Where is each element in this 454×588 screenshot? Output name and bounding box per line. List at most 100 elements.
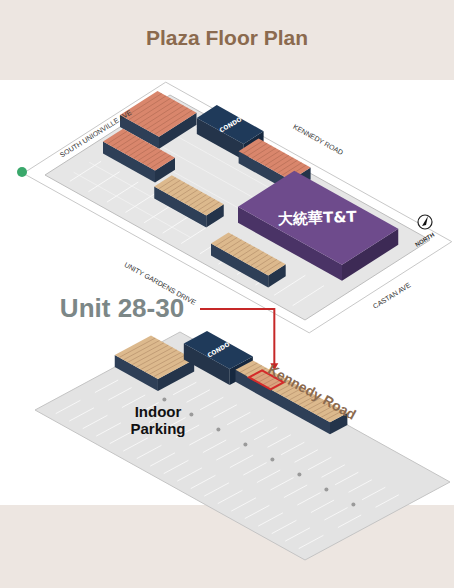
parking-stall xyxy=(268,435,291,447)
parking-stall xyxy=(376,495,399,507)
unit-divider xyxy=(116,136,136,149)
unit-divider xyxy=(243,141,263,154)
parking-stall xyxy=(299,535,324,548)
unit-divider xyxy=(233,245,251,256)
area-label: Indoor Parking xyxy=(118,403,198,438)
unit-divider xyxy=(252,146,272,159)
parking-stall xyxy=(227,412,250,424)
parking-stall xyxy=(191,475,216,488)
unit-divider xyxy=(264,262,282,273)
indoor-parking-floor xyxy=(35,332,450,560)
parking-stall xyxy=(293,286,324,306)
unit-divider xyxy=(193,197,211,208)
parking-stall xyxy=(284,485,307,497)
column xyxy=(270,457,274,461)
column xyxy=(189,412,193,416)
unit-divider xyxy=(137,101,175,125)
unit-divider xyxy=(155,110,193,134)
unit-divider xyxy=(119,338,155,358)
building-roof xyxy=(184,331,253,369)
column xyxy=(162,397,166,401)
unit-divider xyxy=(251,254,269,265)
compass xyxy=(418,215,432,229)
parking-lot xyxy=(45,95,430,320)
parking-stall xyxy=(187,390,210,402)
unit-divider xyxy=(246,252,264,263)
entrance-dot xyxy=(17,167,27,177)
parking-stall xyxy=(285,528,310,541)
unit-divider xyxy=(107,131,127,144)
unit-divider xyxy=(237,247,255,258)
parking-stall xyxy=(204,483,229,496)
parking-stall xyxy=(338,515,361,527)
parking-stall xyxy=(126,192,157,212)
parking-stall xyxy=(56,400,81,413)
road-outline xyxy=(23,82,452,333)
column xyxy=(297,472,301,476)
parking-stall xyxy=(137,445,162,458)
building-name: 大統華T&T xyxy=(278,207,357,229)
parking-stall xyxy=(108,388,131,400)
unit-divider xyxy=(229,242,247,253)
leader-line xyxy=(200,309,274,367)
parking-stall xyxy=(69,408,94,421)
parking-stall xyxy=(297,493,320,505)
unit-divider xyxy=(133,98,171,122)
unit-divider xyxy=(202,202,220,213)
unit-divider xyxy=(146,106,184,130)
page-title: Plaza Floor Plan xyxy=(0,26,454,50)
unit-divider xyxy=(220,237,238,248)
unit-divider xyxy=(265,153,285,166)
parking-stall xyxy=(257,470,280,482)
parking-stall xyxy=(70,161,101,181)
parking-stall xyxy=(96,423,121,436)
unit-divider xyxy=(141,350,177,370)
unit-divider xyxy=(198,199,216,210)
parking-stall xyxy=(231,498,256,511)
unit-divider xyxy=(138,148,158,161)
unit-divider xyxy=(215,235,233,246)
unit-divider xyxy=(142,103,180,127)
parking-stall xyxy=(218,490,243,503)
unit-divider xyxy=(176,187,194,198)
unit-divider xyxy=(256,148,276,161)
unit-divider xyxy=(136,348,172,368)
building-roof xyxy=(238,171,398,265)
unit-divider xyxy=(180,190,198,201)
building-roof xyxy=(154,175,224,215)
unit-divider xyxy=(224,240,242,251)
compass-needle xyxy=(422,216,428,226)
unit-divider xyxy=(172,185,190,196)
parking-stall xyxy=(243,463,266,475)
parking-stall xyxy=(88,172,119,192)
unit-divider xyxy=(255,257,273,268)
parking-stall xyxy=(254,427,277,439)
column xyxy=(351,502,355,506)
unit-divider xyxy=(150,108,188,132)
parking-stall xyxy=(230,455,253,467)
unit-divider xyxy=(273,158,293,171)
unit-divider xyxy=(146,153,166,166)
unit-divider xyxy=(163,180,181,191)
title-band xyxy=(0,0,454,80)
parking-stall xyxy=(123,438,148,451)
parking-stall xyxy=(295,450,318,462)
unit-divider xyxy=(151,155,171,168)
parking-stall xyxy=(281,442,304,454)
parking-stall xyxy=(203,440,226,452)
unit-divider xyxy=(189,195,207,206)
parking-stall xyxy=(150,453,175,466)
unit-divider xyxy=(260,150,280,163)
parking-stall xyxy=(349,480,372,492)
unit-divider xyxy=(269,155,289,168)
parking-stall xyxy=(258,513,283,526)
building-roof xyxy=(115,336,194,380)
unit-divider xyxy=(112,133,132,146)
column xyxy=(216,427,220,431)
footer-band xyxy=(0,505,454,588)
unit-divider xyxy=(154,357,190,377)
unit-divider xyxy=(159,178,177,189)
parking-stall xyxy=(107,182,138,202)
parking-stall xyxy=(177,468,202,481)
